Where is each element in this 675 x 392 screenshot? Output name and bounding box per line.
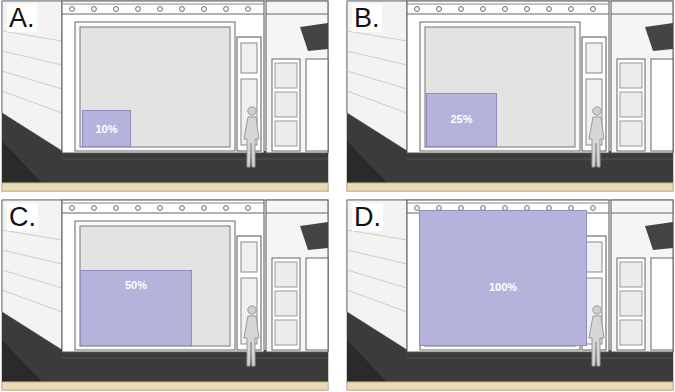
panel-letter: D. (352, 203, 383, 231)
panel-letter: A. (7, 4, 37, 32)
storefront-sketch (2, 200, 328, 390)
coverage-percent: 50% (81, 279, 191, 291)
storefront-sketch (2, 1, 328, 191)
coverage-percent: 10% (83, 123, 130, 135)
window-coverage-box: 50% (80, 270, 192, 346)
coverage-percent: 100% (420, 281, 586, 293)
panel-letter: B. (352, 4, 382, 32)
storefront-sketch (347, 200, 673, 390)
storefront-sketch (347, 1, 673, 191)
pedestrian-figure (244, 306, 259, 366)
pedestrian-figure (589, 107, 604, 167)
window-coverage-box: 100% (419, 210, 587, 346)
pedestrian-figure (589, 306, 604, 366)
window-coverage-box: 10% (82, 110, 131, 147)
pedestrian-figure (244, 107, 259, 167)
coverage-percent: 25% (427, 113, 496, 125)
panel-letter: C. (7, 203, 38, 231)
window-coverage-box: 25% (426, 93, 497, 147)
